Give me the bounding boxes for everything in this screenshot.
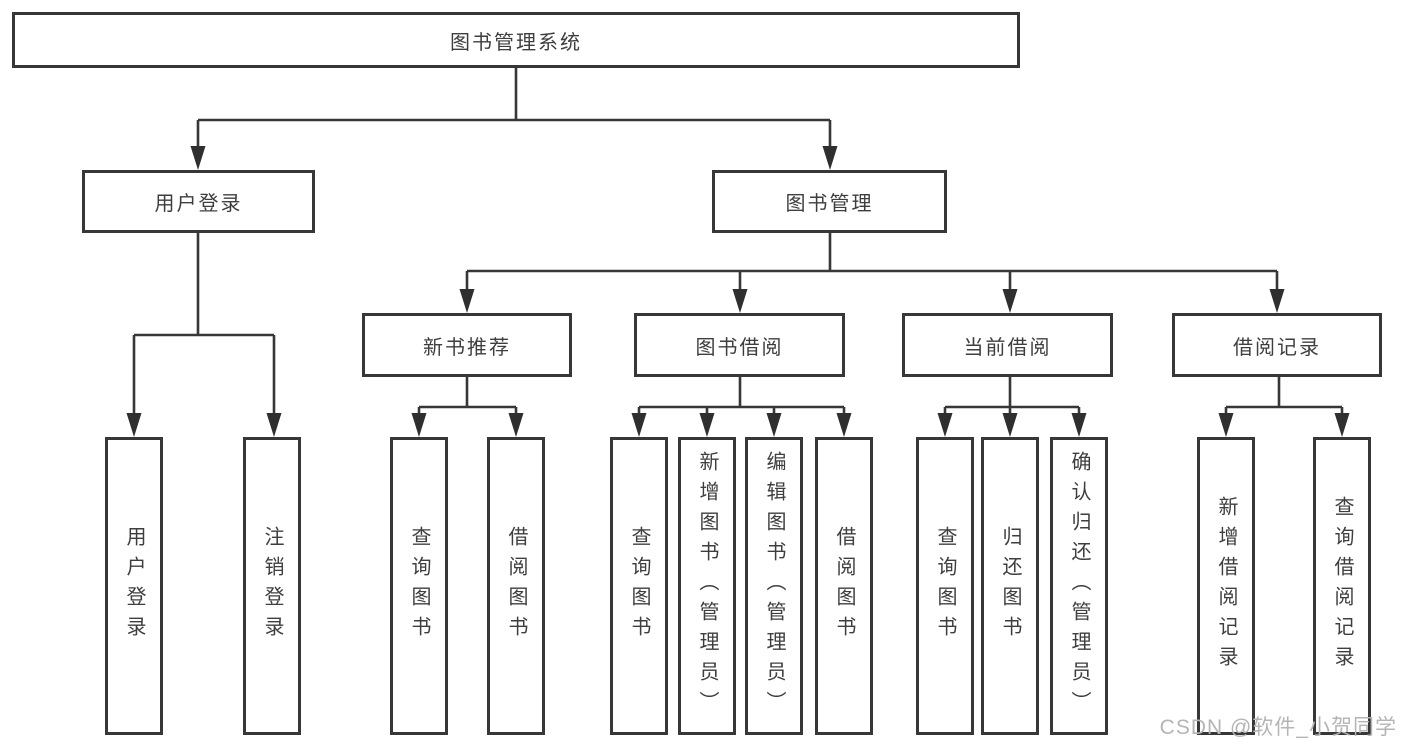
node-label: 图书借阅 (695, 336, 784, 359)
arrow-down-icon (1218, 413, 1234, 437)
node-borrowing-records: 借阅记录 (1172, 313, 1382, 377)
node-label: 新书推荐 (423, 336, 511, 359)
arrow-down-icon (937, 413, 953, 437)
arrow-down-icon (836, 413, 852, 437)
arrow-down-icon (766, 413, 782, 437)
node-label: 归还图书 (999, 526, 1021, 646)
arrow-down-icon (459, 289, 475, 313)
node-label: 图书管理 (785, 193, 874, 215)
arrow-down-icon (699, 413, 715, 437)
node-label: 注销登录 (261, 526, 283, 646)
connector-arrowheads (126, 146, 1350, 437)
node-label: 借阅图书 (505, 526, 527, 646)
arrow-down-icon (266, 413, 282, 437)
node-label: 用户登录 (154, 193, 243, 215)
arrow-down-icon (1334, 413, 1350, 437)
leaf-query-books-current: 查询图书 (916, 437, 974, 735)
leaf-add-borrow-record: 新增借阅记录 (1197, 437, 1255, 735)
arrow-down-icon (732, 289, 748, 313)
connector-segments (132, 68, 1344, 416)
node-label: 确认归还（管理员） (1068, 451, 1090, 721)
leaf-add-book-admin: 新增图书（管理员） (678, 437, 736, 735)
leaf-query-books-recommend: 查询图书 (390, 437, 448, 735)
arrow-down-icon (822, 146, 838, 170)
leaf-confirm-return-admin: 确认归还（管理员） (1050, 437, 1108, 735)
arrow-down-icon (1269, 289, 1285, 313)
node-label: 图书管理系统 (450, 31, 582, 54)
node-label: 借阅图书 (833, 526, 855, 646)
leaf-user-login: 用户登录 (105, 437, 163, 735)
leaf-borrow-books-recommend: 借阅图书 (487, 437, 545, 735)
arrow-down-icon (1071, 413, 1087, 437)
arrow-down-icon (1002, 289, 1018, 313)
node-label: 查询图书 (628, 526, 650, 646)
leaf-borrow-books: 借阅图书 (815, 437, 873, 735)
leaf-query-books-borrowing: 查询图书 (610, 437, 668, 735)
node-label: 用户登录 (123, 526, 145, 646)
node-label: 新增图书（管理员） (696, 451, 718, 721)
arrow-down-icon (631, 413, 647, 437)
arrow-down-icon (126, 413, 142, 437)
arrow-down-icon (190, 146, 206, 170)
arrow-down-icon (1002, 413, 1018, 437)
leaf-query-borrow-record: 查询借阅记录 (1313, 437, 1371, 735)
arrow-down-icon (411, 413, 427, 437)
leaf-edit-book-admin: 编辑图书（管理员） (745, 437, 803, 735)
node-new-book-recommend: 新书推荐 (362, 313, 572, 377)
leaf-return-books: 归还图书 (981, 437, 1039, 735)
node-current-borrowing: 当前借阅 (902, 313, 1113, 377)
node-label: 新增借阅记录 (1215, 496, 1237, 676)
node-book-management: 图书管理 (712, 170, 947, 233)
node-book-borrowing: 图书借阅 (634, 313, 845, 377)
node-label: 查询图书 (408, 526, 430, 646)
arrow-down-icon (508, 413, 524, 437)
node-label: 当前借阅 (963, 336, 1052, 359)
csdn-watermark: CSDN @软件_小贺同学 (1159, 716, 1397, 739)
node-label: 借阅记录 (1233, 336, 1321, 359)
node-library-system: 图书管理系统 (12, 12, 1020, 68)
node-label: 编辑图书（管理员） (763, 451, 785, 721)
node-user-login: 用户登录 (82, 170, 315, 233)
leaf-logout: 注销登录 (243, 437, 301, 735)
node-label: 查询借阅记录 (1331, 496, 1353, 676)
node-label: 查询图书 (934, 526, 956, 646)
